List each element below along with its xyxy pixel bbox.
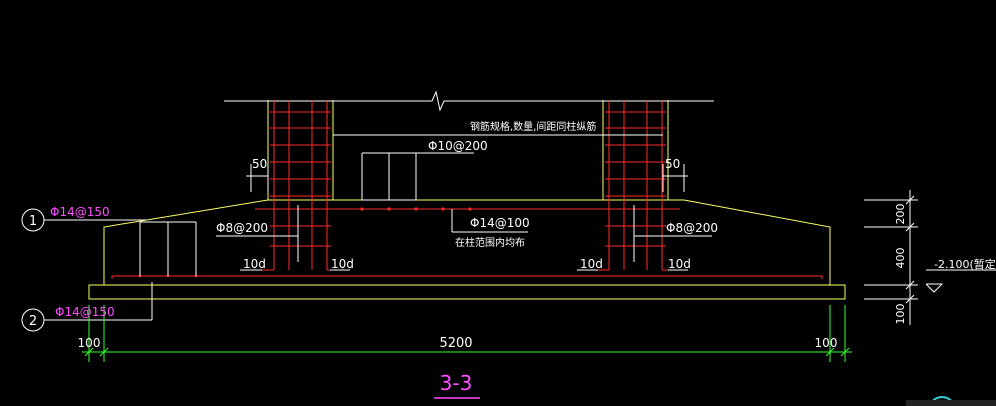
top-note: 钢筋规格,数量,间距同柱纵筋 <box>470 120 596 133</box>
elevation-label: -2.100(暂定值) <box>934 257 996 271</box>
cushion-slab <box>88 284 846 300</box>
left-col-stirrups <box>270 111 331 247</box>
section-title: 3-3 <box>440 371 473 395</box>
vertical-dimension <box>864 190 918 325</box>
corner-widget-icon[interactable] <box>906 396 996 406</box>
callout-2[interactable]: 2 Φ14@150 <box>21 305 115 332</box>
left-gap-label: 50 <box>252 157 267 171</box>
top-mesh-dots <box>360 207 472 211</box>
concrete-outline <box>88 100 846 300</box>
dimension-lines <box>82 305 852 362</box>
right-gap-label: 50 <box>665 157 680 171</box>
footing-profile <box>103 199 831 285</box>
callout-2-id: 2 <box>29 314 37 329</box>
callout-1-circle <box>21 208 45 232</box>
callout-2-circle <box>21 308 45 332</box>
rebar-group <box>111 100 823 279</box>
left-anchor-inner: 10d <box>331 257 354 271</box>
right-col-stirrups <box>605 111 666 247</box>
right-stirrup-label: Φ8@200 <box>666 221 718 235</box>
mid-rebar-label: Φ10@200 <box>428 139 488 153</box>
callout-1-label: Φ14@150 <box>50 205 110 219</box>
dim-right-cover: 100 <box>815 336 838 350</box>
dim-left-cover: 100 <box>78 336 101 350</box>
break-line <box>224 90 714 112</box>
center-note: 在柱范围内均布 <box>455 236 525 249</box>
dim-v-bottom: 100 <box>894 304 907 325</box>
left-anchor-outer: 10d <box>243 257 266 271</box>
dim-v-mid: 400 <box>894 248 907 269</box>
callout-1[interactable]: 1 Φ14@150 <box>21 205 110 232</box>
bottom-main-bar <box>111 275 823 279</box>
dim-total: 5200 <box>439 336 472 351</box>
right-anchor-inner: 10d <box>668 257 691 271</box>
detail-lines <box>44 134 996 321</box>
right-anchor-outer: 10d <box>580 257 603 271</box>
left-stirrup-label: Φ8@200 <box>216 221 268 235</box>
callout-1-id: 1 <box>29 214 37 229</box>
callout-2-label: Φ14@150 <box>55 305 115 319</box>
dim-v-top: 200 <box>894 204 907 225</box>
center-rebar-label: Φ14@100 <box>470 216 530 230</box>
